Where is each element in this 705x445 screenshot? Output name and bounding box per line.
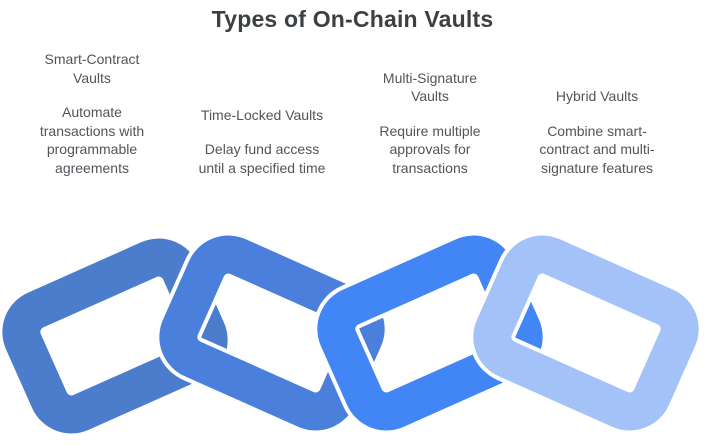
column-heading: Multi-Signature Vaults <box>382 69 478 105</box>
column-heading: Smart-Contract Vaults <box>44 51 140 86</box>
column-hybrid-vaults: Hybrid Vaults Combine smart- contract an… <box>517 0 677 177</box>
column-body: Delay fund access until a specified time <box>198 141 326 176</box>
column-time-locked-vaults: Time-Locked Vaults Delay fund access unt… <box>182 0 342 177</box>
column-body: Combine smart- contract and multi- signa… <box>539 122 655 176</box>
chain-link-4-icon <box>469 231 703 435</box>
column-body: Automate transactions with programmable … <box>39 104 145 176</box>
chain-link-body <box>473 235 699 431</box>
column-body: Require multiple approvals for transacti… <box>379 122 481 176</box>
column-smart-contract-vaults: Smart-Contract Vaults Automate transacti… <box>12 0 172 177</box>
column-heading: Time-Locked Vaults <box>200 106 324 123</box>
page-title: Types of On-Chain Vaults <box>211 6 494 32</box>
column-multi-signature-vaults: Multi-Signature Vaults Require multiple … <box>350 0 510 177</box>
column-heading: Hybrid Vaults <box>555 88 639 104</box>
